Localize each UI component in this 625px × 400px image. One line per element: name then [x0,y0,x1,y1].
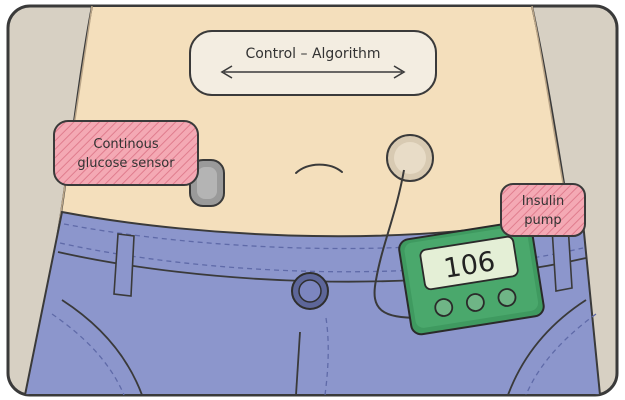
jeans-button-icon [292,273,328,309]
infusion-site-icon [387,135,433,181]
control-algorithm-box: Control – Algorithm [190,31,436,95]
belt-loop-left [114,234,134,296]
sensor-label-line2: glucose sensor [77,156,175,171]
insulin-pump-icon: 106 [398,220,545,336]
sensor-label-line1: Continous [93,137,158,152]
sensor-label-box: Continous glucose sensor [54,121,198,185]
pump-label-line2: pump [524,213,561,228]
control-algorithm-label: Control – Algorithm [245,46,380,62]
pump-label-line1: Insulin [522,194,565,209]
pump-label-box: Insulin pump [501,184,585,236]
